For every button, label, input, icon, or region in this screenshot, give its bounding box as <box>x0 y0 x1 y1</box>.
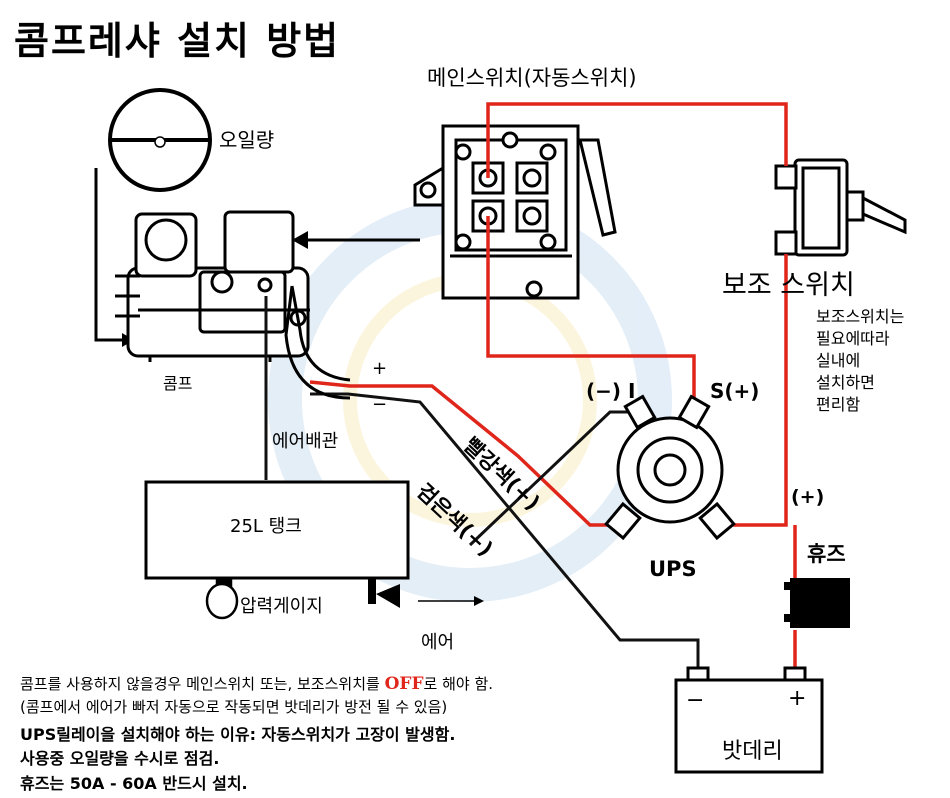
ups-relay-body <box>604 394 736 541</box>
note-line-2: (콤프에서 에어가 빠저 자동으로 작동되면 밧데리가 방전 될 수 있음) <box>20 698 448 716</box>
battery-label: 밧데리 <box>722 739 783 764</box>
compressor-cable <box>284 285 351 400</box>
compressor-unit <box>115 210 310 362</box>
battery-box <box>674 666 824 774</box>
oil-gauge-pointer-line <box>94 168 130 342</box>
battery-minus-label: − <box>686 688 705 713</box>
page-title: 콤프레샤 설치 방법 <box>14 19 341 63</box>
fuse-plus-label: (+) <box>791 486 825 508</box>
tank-label: 25L 탱크 <box>230 516 302 537</box>
fuse-holder <box>784 578 850 628</box>
note-line-4: 사용중 오일량을 수시로 점검. <box>20 749 220 768</box>
note-line-1: 콤프를 사용하지 않을경우 메인스위치 또는, 보조스위치를 OFF로 해야 함… <box>20 673 493 694</box>
fuse-label: 휴즈 <box>807 542 846 566</box>
oil-level-gauge <box>108 88 212 192</box>
aux-switch-body <box>774 158 907 257</box>
off-highlight: OFF <box>384 674 424 694</box>
pressure-gauge-icon <box>205 576 239 620</box>
compressor-label: 콤프 <box>163 374 193 393</box>
air-pipe-label: 에어배관 <box>272 431 339 452</box>
ups-label: UPS <box>649 557 697 581</box>
oil-level-label: 오일량 <box>219 128 275 152</box>
pressure-gauge-label: 압력게이지 <box>240 596 323 617</box>
air-outlet-valve <box>368 578 400 608</box>
air-arrow-icon <box>474 596 484 606</box>
air-tank <box>144 480 410 580</box>
aux-switch-note: 보조스위치는 필요에따라 실내에 설치하면 편리함 <box>816 307 905 414</box>
note-line-1-end: 로 해야 함. <box>423 675 494 693</box>
ups-i-terminal-label: (−) I <box>586 379 636 403</box>
air-out-label: 에어 <box>421 632 455 653</box>
compressor-minus-label: − <box>372 394 388 415</box>
aux-switch-label: 보조 스위치 <box>722 270 855 301</box>
compressor-plus-label: + <box>372 358 388 379</box>
red-wires <box>309 102 797 668</box>
main-switch-label: 메인스위치(자동스위치) <box>427 66 637 90</box>
note-line-3: UPS릴레이을 설치해야 하는 이유: 자동스위치가 고장이 발생함. <box>20 725 456 744</box>
battery-plus-label: + <box>788 686 807 711</box>
note-line-1-text: 콤프를 사용하지 않을경우 메인스위치 또는, 보조스위치를 <box>20 675 385 693</box>
arrow-left-icon <box>292 231 308 249</box>
ups-s-terminal-label: S(+) <box>710 379 760 403</box>
main-switch-box <box>413 124 617 300</box>
note-line-5: 휴즈는 50A - 60A 반드시 설치. <box>20 774 248 793</box>
